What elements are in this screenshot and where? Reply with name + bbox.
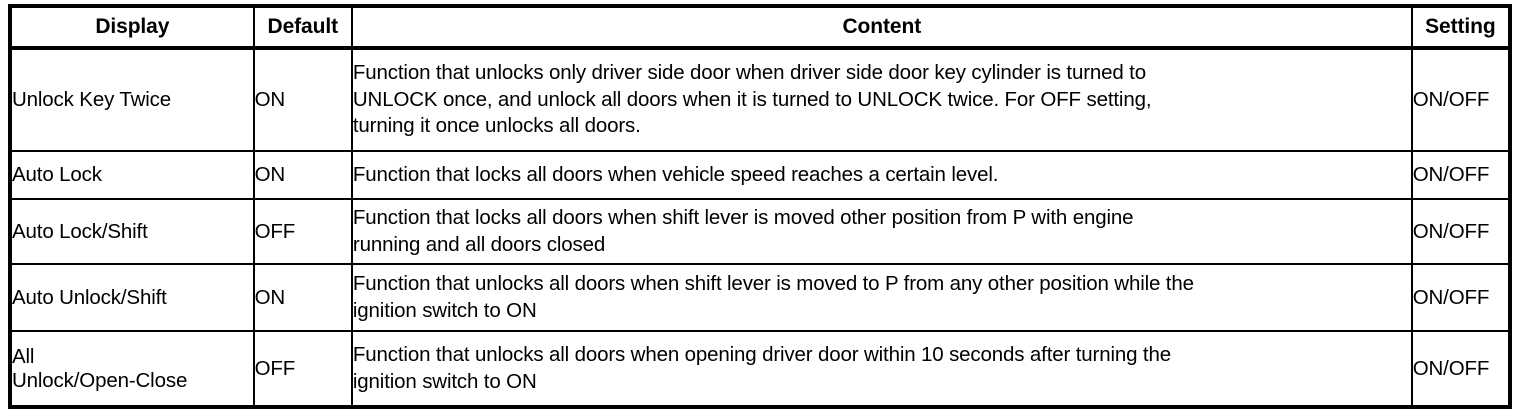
- content-line: Function that unlocks all doors when shi…: [352, 271, 1194, 295]
- cell-content: Function that unlocks all doors when shi…: [350, 263, 1413, 332]
- table-row: All Unlock/Open-Close OFF Function that …: [9, 330, 1512, 408]
- content-line: UNLOCK once, and unlock all doors when i…: [352, 87, 1152, 111]
- cell-default: ON: [252, 150, 353, 200]
- cell-display: Unlock Key Twice: [9, 47, 255, 152]
- display-line: All: [12, 344, 35, 368]
- cell-setting: ON/OFF: [1410, 150, 1512, 200]
- cell-display: Auto Unlock/Shift: [9, 263, 255, 332]
- display-line: Unlock/Open-Close: [12, 368, 188, 392]
- column-header-default: Default: [252, 5, 353, 50]
- content-line: ignition switch to ON: [352, 369, 537, 393]
- table-row: Auto Lock/Shift OFF Function that locks …: [9, 198, 1512, 265]
- display-line: Auto Lock/Shift: [12, 219, 148, 243]
- cell-setting: ON/OFF: [1410, 47, 1512, 152]
- column-header-content: Content: [350, 5, 1413, 50]
- content-line: turning it once unlocks all doors.: [352, 114, 641, 138]
- content-line: Function that locks all doors when vehic…: [352, 162, 999, 186]
- content-line: Function that unlocks all doors when ope…: [352, 342, 1171, 366]
- cell-setting: ON/OFF: [1410, 330, 1512, 408]
- cell-default: ON: [252, 47, 353, 152]
- table-row: Auto Unlock/Shift ON Function that unloc…: [9, 263, 1512, 332]
- cell-display: Auto Lock/Shift: [9, 198, 255, 265]
- table-row: Unlock Key Twice ON Function that unlock…: [9, 47, 1512, 152]
- cell-default: OFF: [252, 330, 353, 408]
- column-header-setting: Setting: [1410, 5, 1512, 50]
- content-line: Function that unlocks only driver side d…: [352, 61, 1146, 85]
- cell-display: All Unlock/Open-Close: [9, 330, 255, 408]
- table-row: Auto Lock ON Function that locks all doo…: [9, 150, 1512, 200]
- display-line: Auto Lock: [12, 163, 102, 187]
- cell-display: Auto Lock: [9, 150, 255, 200]
- cell-content: Function that unlocks only driver side d…: [350, 47, 1413, 152]
- column-header-display: Display: [9, 5, 255, 50]
- table-body: Unlock Key Twice ON Function that unlock…: [9, 47, 1512, 408]
- display-line: Unlock Key Twice: [12, 88, 172, 112]
- cell-content: Function that locks all doors when vehic…: [350, 150, 1413, 200]
- cell-content: Function that locks all doors when shift…: [350, 198, 1413, 265]
- content-line: Function that locks all doors when shift…: [352, 205, 1134, 229]
- display-line: Auto Unlock/Shift: [12, 285, 167, 309]
- cell-content: Function that unlocks all doors when ope…: [350, 330, 1413, 408]
- cell-setting: ON/OFF: [1410, 263, 1512, 332]
- cell-default: ON: [252, 263, 353, 332]
- vehicle-settings-table: Display Default Content Setting Unlock K…: [8, 4, 1512, 409]
- content-line: ignition switch to ON: [352, 298, 537, 322]
- cell-setting: ON/OFF: [1410, 198, 1512, 265]
- content-line: running and all doors closed: [352, 232, 606, 256]
- table-header-row: Display Default Content Setting: [9, 5, 1512, 50]
- cell-default: OFF: [252, 198, 353, 265]
